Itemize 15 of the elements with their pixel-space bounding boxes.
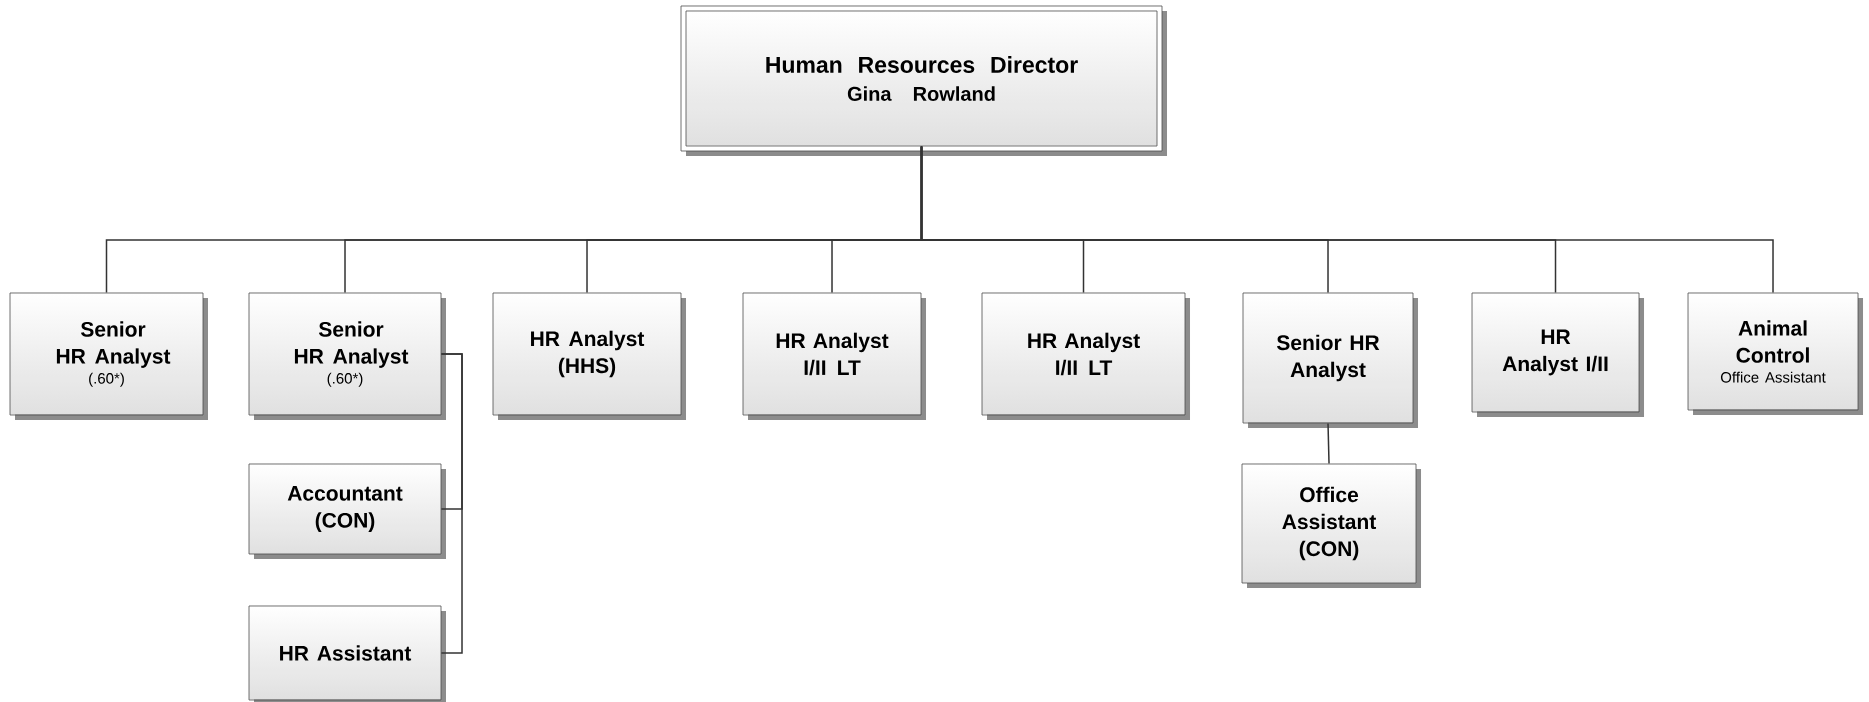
connector-line xyxy=(440,353,463,654)
position-box: Senior HR Analyst (.60*) xyxy=(248,292,446,420)
position-box: HR Assistant xyxy=(248,605,446,702)
position-box: Senior HR Analyst xyxy=(1242,292,1418,428)
position-box: Senior HR Analyst (.60*) xyxy=(9,292,208,420)
position-box: Accountant (CON) xyxy=(248,463,446,559)
position-box: Animal Control Office Assistant xyxy=(1687,292,1863,415)
position-box: HR Analyst I/II LT xyxy=(981,292,1190,420)
position-box: Office Assistant (CON) xyxy=(1241,463,1421,588)
position-box: HR Analyst (HHS) xyxy=(492,292,686,420)
position-box: HR Analyst I/II LT xyxy=(742,292,926,420)
connector-line xyxy=(1327,422,1330,465)
position-box: Human Resources Director Gina Rowland xyxy=(680,5,1167,156)
connector-line xyxy=(920,145,1774,294)
position-box: HR Analyst I/II xyxy=(1471,292,1644,417)
